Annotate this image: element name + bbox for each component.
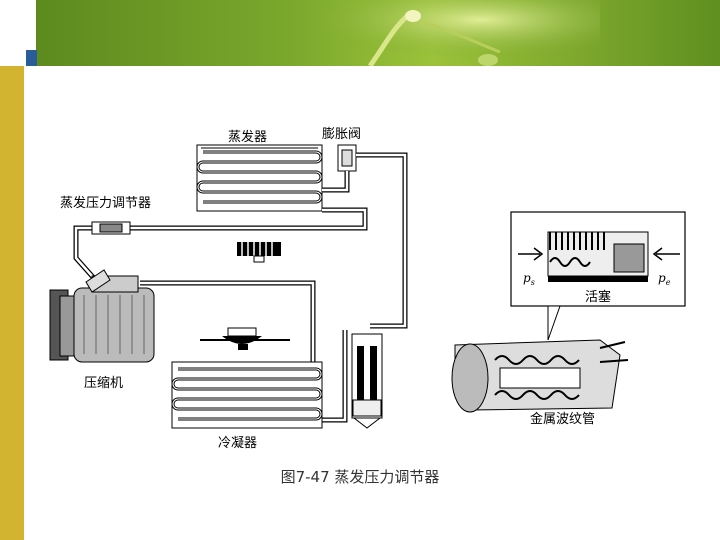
piston-label: 活塞 [585, 289, 611, 305]
plant-sprout-image [300, 0, 600, 66]
expansion-valve [337, 144, 357, 172]
receiver-drier [351, 333, 383, 429]
compressor-label: 压缩机 [84, 375, 123, 391]
evaporator-fan [237, 242, 281, 263]
condenser-label: 冷凝器 [218, 435, 257, 451]
metal-bellows-label: 金属波纹管 [530, 411, 595, 427]
accent-square [26, 50, 37, 66]
piston-callout [510, 211, 686, 341]
header-banner [0, 0, 720, 66]
figure-caption: 图7-47 蒸发压力调节器 [280, 468, 440, 486]
expansion-valve-label: 膨胀阀 [322, 127, 361, 142]
pressure-ps-label: ps [523, 271, 535, 287]
regulator-valve-small [91, 221, 131, 235]
condenser-fan [200, 327, 290, 350]
evaporator-coil [196, 144, 323, 212]
bellows-cross-section [451, 339, 629, 413]
pressure-pe-label: pe [658, 271, 671, 287]
header-corner [0, 0, 36, 50]
left-side-band [0, 66, 24, 540]
regulator-label: 蒸发压力调节器 [60, 195, 151, 211]
condenser-coil [171, 361, 323, 429]
compressor [49, 269, 155, 363]
evaporator-label: 蒸发器 [228, 129, 267, 145]
